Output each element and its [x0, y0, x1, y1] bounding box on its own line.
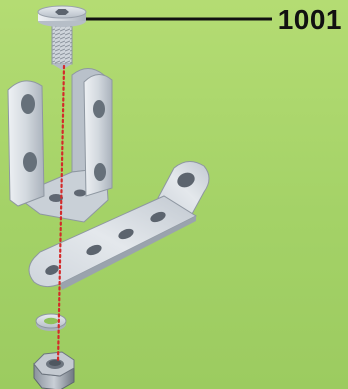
hex-nut-icon [34, 352, 74, 389]
part-number-label: 1001 [278, 6, 342, 34]
u-bracket-icon [8, 69, 112, 223]
washer-icon [36, 314, 66, 331]
hex-socket-screw-icon [38, 6, 86, 70]
